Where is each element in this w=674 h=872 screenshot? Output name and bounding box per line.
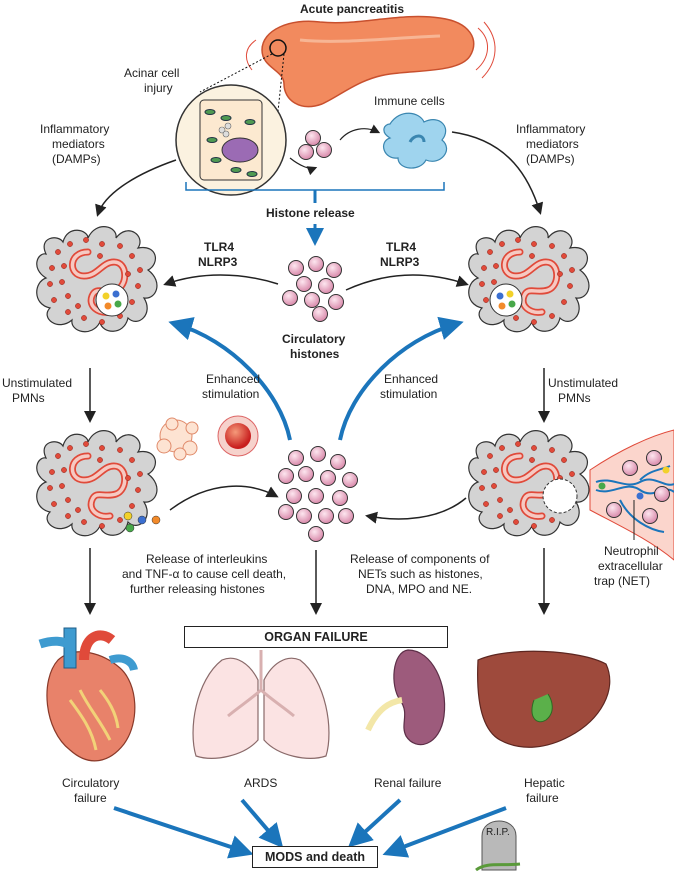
label-release-nets-2: NETs such as histones, bbox=[358, 567, 483, 581]
label-nlrp3-left: NLRP3 bbox=[198, 255, 238, 269]
mods-death-box: MODS and death bbox=[252, 846, 378, 868]
label-circulatory-failure-1: Circulatory bbox=[62, 776, 120, 790]
acinar-cell bbox=[175, 84, 287, 196]
pancreas-organ bbox=[199, 15, 496, 151]
kidney-organ bbox=[365, 649, 446, 746]
label-inflam-right-1: Inflammatory bbox=[516, 122, 586, 136]
label-net-1: Neutrophil bbox=[604, 544, 659, 558]
label-histone-release: Histone release bbox=[266, 206, 355, 220]
label-enhanced-left-1: Enhanced bbox=[206, 372, 261, 386]
label-inflam-left-3: (DAMPs) bbox=[52, 152, 101, 166]
label-inflam-right-2: mediators bbox=[526, 137, 579, 151]
label-inflam-left-1: Inflammatory bbox=[40, 122, 110, 136]
label-hepatic-1: Hepatic bbox=[524, 776, 565, 790]
label-net-2: extracellular bbox=[598, 559, 663, 573]
lungs-organ bbox=[192, 650, 330, 759]
label-circulatory: Circulatory bbox=[282, 332, 346, 346]
label-unstim-left-1: Unstimulated bbox=[2, 376, 73, 390]
histone-cluster-center bbox=[278, 446, 358, 542]
label-unstim-right-2: PMNs bbox=[558, 391, 591, 405]
label-renal-failure: Renal failure bbox=[374, 776, 442, 790]
label-unstim-left-2: PMNs bbox=[12, 391, 45, 405]
label-net-3: trap (NET) bbox=[594, 574, 651, 588]
liver-organ bbox=[477, 650, 611, 748]
label-enhanced-left-2: stimulation bbox=[202, 387, 260, 401]
label-unstim-right-1: Unstimulated bbox=[548, 376, 619, 390]
label-release-interleukins-3: further releasing histones bbox=[130, 582, 265, 596]
label-nlrp3-right: NLRP3 bbox=[380, 255, 420, 269]
label-ards: ARDS bbox=[244, 776, 278, 790]
label-tlr4-left: TLR4 bbox=[204, 240, 234, 254]
label-enhanced-right-1: Enhanced bbox=[384, 372, 439, 386]
label-release-interleukins-1: Release of interleukins bbox=[146, 552, 268, 566]
tombstone-text: R.I.P. bbox=[486, 827, 510, 838]
label-enhanced-right-2: stimulation bbox=[380, 387, 438, 401]
label-acinar-cell: Acinar cell bbox=[124, 66, 180, 80]
label-inflam-right-3: (DAMPs) bbox=[526, 152, 575, 166]
histone-cluster-top bbox=[282, 256, 344, 322]
immune-cell bbox=[382, 112, 448, 169]
label-injury: injury bbox=[144, 81, 173, 95]
label-histones: histones bbox=[290, 347, 340, 361]
label-release-nets-3: DNA, MPO and NE. bbox=[366, 582, 473, 596]
title-acute-pancreatitis: Acute pancreatitis bbox=[300, 2, 405, 16]
organ-failure-box: ORGAN FAILURE bbox=[184, 626, 448, 648]
label-inflam-left-2: mediators bbox=[52, 137, 105, 151]
label-tlr4-right: TLR4 bbox=[386, 240, 416, 254]
label-circulatory-failure-2: failure bbox=[74, 791, 107, 805]
label-immune-cells: Immune cells bbox=[374, 94, 445, 108]
label-release-interleukins-2: and TNF-α to cause cell death, bbox=[122, 567, 287, 581]
label-hepatic-2: failure bbox=[526, 791, 559, 805]
heart-organ bbox=[38, 627, 138, 762]
label-release-nets-1: Release of components of bbox=[350, 552, 490, 566]
